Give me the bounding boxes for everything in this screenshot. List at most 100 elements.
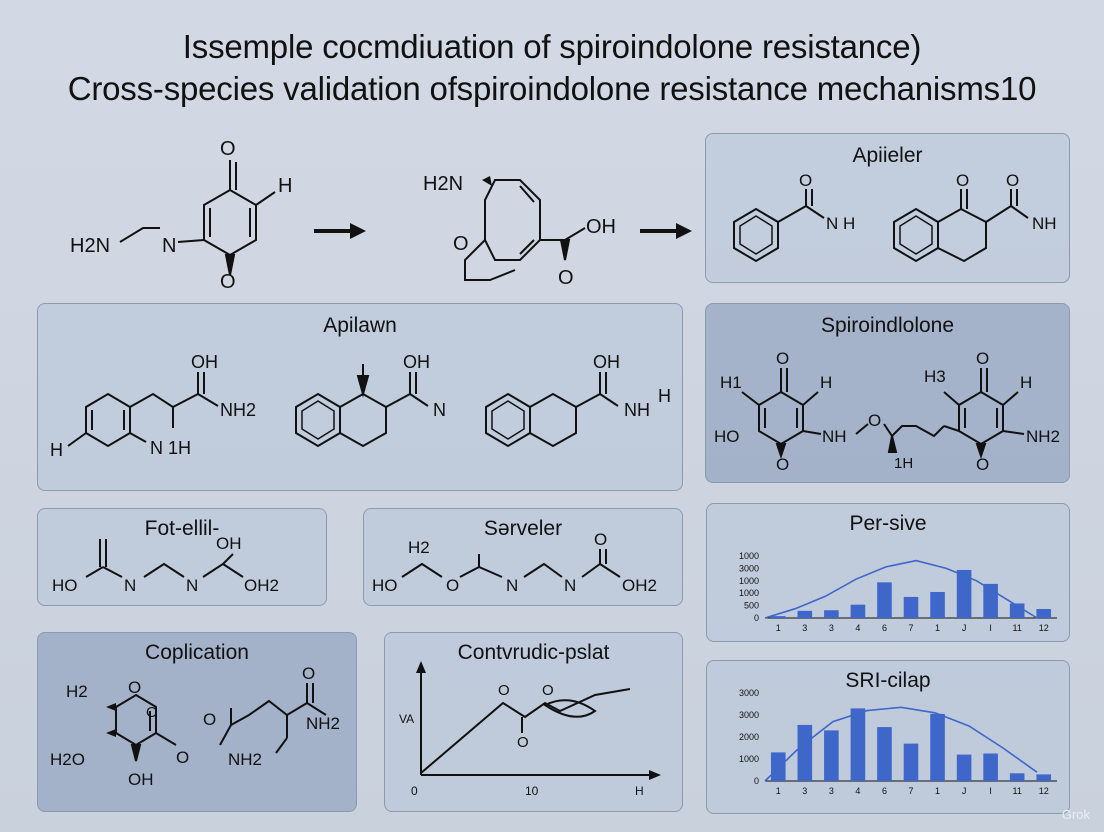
bar — [903, 743, 919, 781]
x-tick-label: 12 — [1039, 786, 1049, 796]
label-h-small: H — [658, 386, 671, 406]
y-tick-label: 3000 — [739, 563, 759, 573]
x-tick-label: 1 — [776, 786, 781, 796]
label-ho: HO — [714, 427, 740, 446]
title-line-2: Cross-species validation ofspiroindolone… — [67, 70, 1037, 107]
bar — [850, 708, 866, 781]
bar — [824, 610, 839, 618]
molecule-top-2: H2N O OH O — [423, 173, 616, 289]
reaction-arrow-2-icon — [640, 223, 692, 239]
label-oh-2: OH — [403, 352, 430, 372]
label-o-top: O — [128, 678, 141, 697]
panel-fot-ellil: Fot-ellil- OH HO N N OH2 — [37, 508, 327, 606]
label-o: O — [799, 171, 812, 190]
panel-spiroindlolone: Spiroindlolone O H1 H HO NH O O 1H H3 H … — [705, 303, 1070, 483]
label-o-bottom-2: O — [976, 455, 989, 474]
x-tick-label: 4 — [855, 623, 860, 633]
x-tick-label: 6 — [882, 786, 887, 796]
label-o-1: O — [498, 682, 510, 699]
bar — [877, 582, 892, 618]
bar — [877, 727, 892, 781]
label-o-amide: O — [302, 664, 315, 683]
x-tick-label: 7 — [908, 786, 913, 796]
label-nh2: NH2 — [220, 400, 256, 420]
x-tick-label: 3 — [829, 623, 834, 633]
label-oh: OH — [191, 352, 218, 372]
x-tick-label: 4 — [855, 786, 860, 796]
bar — [983, 753, 998, 781]
x-tick-label: 3 — [802, 623, 807, 633]
label-h2o: H2O — [50, 750, 85, 769]
label-n-2: N — [564, 576, 576, 595]
reaction-arrow-1-icon — [314, 223, 366, 239]
x-tick-label: I — [989, 623, 992, 633]
x-tick-label: J — [962, 786, 967, 796]
bar — [770, 616, 786, 618]
x-tick-label: 11 — [1013, 786, 1022, 796]
x-tick-label: J — [962, 623, 967, 633]
x-tick-label: I — [989, 786, 992, 796]
label-o-2: O — [976, 349, 989, 368]
label-h: H — [50, 440, 63, 460]
x-tick-h: H — [635, 784, 644, 798]
panel-title: Contvrudic-pslat — [457, 641, 610, 664]
y-axis-label: VA — [399, 712, 414, 726]
y-tick-label: 3000 — [739, 710, 759, 720]
label-n: N — [162, 235, 176, 257]
label-oh2: OH2 — [622, 576, 657, 595]
title-line-1: Issemple cocmdiuation of spiroindolone r… — [182, 28, 922, 65]
panel-title: Spiroindlolone — [820, 314, 955, 337]
label-o-ring: O — [146, 704, 158, 721]
label-h2n: H2N — [70, 235, 110, 257]
bar — [1009, 773, 1025, 781]
chart-title: SRI-cilap — [845, 669, 931, 692]
y-tick-label: 1000 — [739, 754, 759, 764]
panel-contvrudic-pslat: Contvrudic-pslat O O O VA 0 10 H — [384, 632, 683, 812]
x-tick-label: 11 — [1013, 623, 1022, 633]
label-nh: NH — [624, 400, 650, 420]
label-o-link: O — [868, 411, 881, 430]
x-tick-label: 6 — [882, 623, 887, 633]
bar — [1009, 603, 1025, 618]
label-o-3: O — [1006, 171, 1019, 190]
watermark: Grok — [1061, 807, 1090, 822]
label-h: H — [278, 175, 292, 197]
label-o-2: O — [956, 171, 969, 190]
label-nh2-low: NH2 — [228, 750, 262, 769]
label-o: O — [446, 576, 459, 595]
panel-title: Coplication — [145, 641, 249, 664]
y-tick-label: 2000 — [739, 732, 759, 742]
label-h3: H3 — [924, 367, 946, 386]
label-oh: OH — [216, 534, 242, 553]
bar — [1036, 774, 1052, 781]
bar — [770, 752, 786, 781]
label-h2: H2 — [408, 538, 430, 557]
panel-title: Sərveler — [483, 517, 563, 540]
label-o-3: O — [517, 734, 529, 751]
y-tick-label: 0 — [754, 776, 759, 786]
panel-title: Apilawn — [323, 314, 397, 337]
x-tick-label: 3 — [829, 786, 834, 796]
panel-title: Fot-ellil- — [144, 517, 220, 540]
label-h-2: H — [1020, 373, 1032, 392]
panel-coplication: Coplication H2 O O H2O OH O O NH2 O NH2 — [37, 632, 357, 812]
label-nh: N H — [826, 214, 855, 233]
label-nh-2: NH — [1032, 214, 1057, 233]
y-tick-label: 1000 — [739, 588, 759, 598]
label-h2n: H2N — [423, 173, 463, 195]
chart-title: Per-sive — [849, 512, 927, 535]
panel-title: Apiieler — [852, 144, 923, 167]
label-nh: NH — [822, 427, 847, 446]
label-ho: HO — [52, 576, 78, 595]
label-n: N — [433, 400, 446, 420]
label-nh2: NH2 — [1026, 427, 1060, 446]
y-tick-label: 1000 — [739, 551, 759, 561]
label-n: N — [506, 576, 518, 595]
panel-apieler: Apiieler O N H O O NH — [705, 133, 1070, 283]
bar — [850, 604, 866, 618]
panel-server: Sərveler H2 O HO O N N OH2 — [363, 508, 683, 606]
x-tick-label: 7 — [908, 623, 913, 633]
label-o-ring-2: O — [203, 710, 216, 729]
